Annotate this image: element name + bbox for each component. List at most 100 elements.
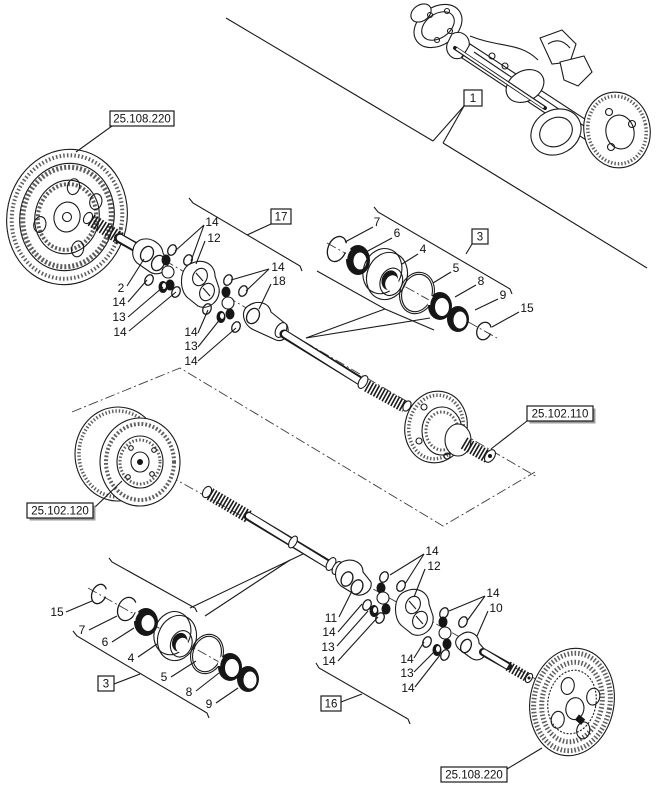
leader-line bbox=[197, 327, 237, 362]
leader-line bbox=[174, 224, 205, 252]
item-box-16: 16 bbox=[325, 699, 338, 711]
callout-10: 10 bbox=[489, 601, 503, 615]
item-box-1: 1 bbox=[470, 93, 476, 105]
callout-7: 7 bbox=[79, 623, 86, 637]
leader-line bbox=[466, 595, 486, 622]
leader-line bbox=[344, 226, 374, 243]
bearing-6 bbox=[132, 608, 158, 636]
callout-14: 14 bbox=[113, 325, 127, 339]
callout-14: 14 bbox=[401, 681, 415, 695]
seal-8 bbox=[217, 653, 242, 681]
leader-line bbox=[490, 420, 528, 450]
item-box-16-frame bbox=[320, 695, 342, 712]
leader-line bbox=[465, 243, 473, 255]
item-box-3-lower-frame bbox=[97, 675, 115, 692]
kingpin-kit-lower bbox=[90, 583, 259, 692]
callout-13: 13 bbox=[400, 666, 414, 680]
front-axle-assembly bbox=[410, 3, 651, 169]
leader-line bbox=[258, 283, 272, 310]
callout-14: 14 bbox=[486, 586, 500, 600]
leader-line bbox=[65, 600, 93, 613]
callout-13: 13 bbox=[321, 640, 335, 654]
double-yoke-12 bbox=[394, 588, 434, 636]
section-ref-25-102-110: 25.102.110 bbox=[532, 409, 589, 421]
leader-line bbox=[111, 627, 135, 643]
axle-shaft-lower bbox=[201, 485, 534, 684]
leader-line bbox=[195, 240, 206, 265]
snap-ring-7 bbox=[116, 596, 138, 622]
callout-15: 15 bbox=[520, 301, 534, 315]
bushing-4 bbox=[153, 611, 198, 662]
leader-line bbox=[197, 317, 222, 348]
leader-line bbox=[340, 693, 363, 703]
group17-bracket bbox=[188, 197, 303, 272]
leader-line bbox=[363, 237, 393, 254]
section-ref-25-108-220-bottom: 25.108.220 bbox=[445, 770, 503, 782]
callout-6: 6 bbox=[394, 226, 401, 240]
callout-14: 14 bbox=[271, 260, 285, 274]
item-box-3-upper: 3 bbox=[477, 232, 483, 244]
callout-14: 14 bbox=[184, 325, 198, 339]
callout-14: 14 bbox=[184, 354, 198, 368]
callout-9: 9 bbox=[500, 288, 507, 302]
divider-line-b bbox=[442, 142, 648, 269]
callout-14: 14 bbox=[112, 295, 126, 309]
leader-line bbox=[127, 279, 148, 303]
section-ref-25-102-120: 25.102.120 bbox=[31, 506, 89, 518]
leader-line bbox=[88, 615, 118, 631]
leader-line bbox=[128, 291, 177, 332]
group3-lower-pointer bbox=[189, 553, 304, 609]
leader-line bbox=[413, 649, 437, 673]
callout-8: 8 bbox=[478, 274, 485, 288]
leader-line bbox=[413, 641, 425, 659]
callout-14: 14 bbox=[205, 215, 219, 229]
group3-lower-bracket bbox=[72, 630, 210, 719]
leader-line bbox=[476, 610, 489, 637]
leader-line bbox=[126, 258, 145, 287]
leader-line bbox=[170, 660, 197, 678]
leader-line bbox=[401, 253, 419, 265]
seal-8 bbox=[427, 292, 452, 320]
bearing-cup bbox=[432, 644, 442, 656]
section-ref-25-102-110-frame bbox=[526, 405, 594, 422]
axle-shaft-upper bbox=[82, 211, 412, 413]
callout-9: 9 bbox=[206, 697, 213, 711]
leader-line bbox=[92, 480, 123, 510]
leader-line bbox=[413, 568, 426, 598]
item-box-1-frame bbox=[463, 89, 483, 107]
bushing-4 bbox=[362, 248, 409, 301]
callout-14: 14 bbox=[322, 654, 336, 668]
u-joint bbox=[161, 254, 175, 291]
snap-ring-15 bbox=[90, 583, 108, 605]
section-ref-25-108-220-bottom-frame bbox=[440, 766, 508, 783]
leader-line bbox=[337, 603, 363, 633]
phantom-boundary bbox=[71, 367, 536, 527]
leader-line bbox=[127, 286, 164, 318]
leader-line bbox=[442, 105, 465, 144]
leader-line bbox=[190, 224, 205, 262]
section-ref-25-102-120-frame bbox=[26, 502, 94, 519]
callout-15: 15 bbox=[50, 605, 64, 619]
leader-line bbox=[491, 311, 520, 328]
callout-14: 14 bbox=[400, 652, 414, 666]
stub-yoke-10 bbox=[455, 631, 486, 661]
group3-lower-bracket-top bbox=[108, 557, 198, 613]
group3-lower-pointer bbox=[204, 559, 291, 617]
item-box-3-lower: 3 bbox=[103, 679, 109, 691]
u-joint bbox=[221, 286, 235, 320]
planetary-drum bbox=[74, 406, 181, 507]
callout-13: 13 bbox=[184, 339, 198, 353]
item-box-3-upper-frame bbox=[471, 228, 489, 245]
leader-line bbox=[336, 610, 369, 647]
snap-ring-15 bbox=[476, 321, 492, 341]
leader-line bbox=[389, 553, 425, 576]
leader-line bbox=[197, 309, 209, 334]
leader-line bbox=[245, 268, 270, 292]
seal-9 bbox=[237, 666, 259, 692]
u-joint bbox=[438, 616, 452, 650]
callout-2: 2 bbox=[118, 281, 125, 295]
u-joint bbox=[376, 582, 391, 615]
callout-14: 14 bbox=[425, 544, 439, 558]
leader-line bbox=[454, 284, 477, 298]
